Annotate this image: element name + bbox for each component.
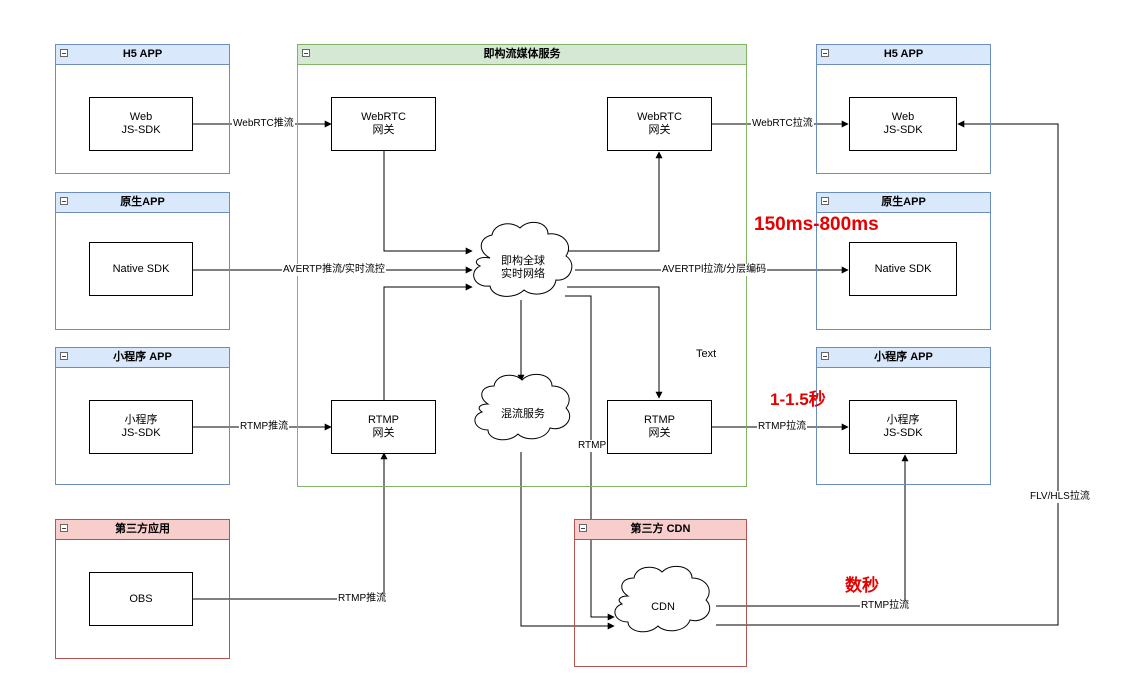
collapse-icon[interactable] <box>821 197 829 205</box>
node-label: 混流服务 <box>501 407 545 420</box>
global-network-label[interactable]: 即构全球 实时网络 <box>478 248 568 288</box>
latency-note-cdn: 数秒 <box>845 576 879 595</box>
node-line: WebRTC <box>361 111 406 123</box>
node-label: OBS <box>129 592 153 605</box>
group-native-app-left[interactable]: 原生APP <box>55 192 230 330</box>
node-line: JS-SDK <box>121 124 161 136</box>
edge-mix-to-cdn <box>520 452 615 630</box>
node-label: CDN <box>651 600 675 613</box>
global-network-cloud <box>473 221 573 297</box>
node-line: Web <box>891 111 915 123</box>
group-h5-app-right[interactable]: H5 APP <box>816 44 991 174</box>
group-mini-app-right[interactable]: 小程序 APP <box>816 347 991 485</box>
group-header: H5 APP <box>56 45 229 65</box>
group-header: 小程序 APP <box>817 348 990 368</box>
group-mini-app-left[interactable]: 小程序 APP <box>55 347 230 485</box>
group-title: 原生APP <box>881 196 926 208</box>
mix-service-label[interactable]: 混流服务 <box>478 400 568 428</box>
group-title: H5 APP <box>883 48 924 60</box>
group-header: 原生APP <box>56 193 229 213</box>
node-line: 小程序 <box>886 414 920 426</box>
edge-label-flv-hls-pull: FLV/HLS拉流 <box>1029 491 1091 503</box>
collapse-icon[interactable] <box>579 524 587 532</box>
node-line: JS-SDK <box>121 427 161 439</box>
edge-net-to-webrtc-gw <box>567 151 663 252</box>
latency-note-rtmp: 1-1.5秒 <box>770 390 826 409</box>
group-native-app-right[interactable]: 原生APP <box>816 192 991 330</box>
group-header: 即构流媒体服务 <box>298 45 746 65</box>
node-line: WebRTC <box>637 111 682 123</box>
edge-net-to-cdn <box>565 295 615 621</box>
cdn-label[interactable]: CDN <box>618 593 708 621</box>
group-header: 第三方 CDN <box>575 520 746 540</box>
collapse-icon[interactable] <box>60 197 68 205</box>
edge-label-webrtc-push: WebRTC推流 <box>232 118 295 130</box>
edge-webrtc-gw-to-net <box>383 151 473 255</box>
node-line: RTMP <box>644 414 675 426</box>
mix-service-cloud <box>474 373 571 441</box>
group-title: 小程序 APP <box>113 351 172 363</box>
group-header: 原生APP <box>817 193 990 213</box>
group-header: 第三方应用 <box>56 520 229 540</box>
node-line: Web <box>129 111 153 123</box>
edge-label-rtmp-pull-mini: RTMP拉流 <box>757 421 808 433</box>
web-sdk-left-node[interactable]: Web JS-SDK <box>89 97 193 151</box>
node-line: JS-SDK <box>883 124 923 136</box>
native-sdk-left-node[interactable]: Native SDK <box>89 242 193 296</box>
collapse-icon[interactable] <box>821 352 829 360</box>
edge-label-avertp-pull: AVERTPl拉流/分层编码 <box>661 264 768 276</box>
edge-cdn-to-web-sdk <box>716 120 1059 626</box>
mini-sdk-right-node[interactable]: 小程序 JS-SDK <box>849 400 957 454</box>
edge-label-webrtc-pull: WebRTC拉流 <box>751 118 814 130</box>
node-line: 实时网络 <box>501 268 545 280</box>
free-text-label: Text <box>696 348 717 360</box>
collapse-icon[interactable] <box>60 524 68 532</box>
group-title: H5 APP <box>122 48 163 60</box>
rtmp-gateway-right-node[interactable]: RTMP 网关 <box>607 400 712 454</box>
web-sdk-right-node[interactable]: Web JS-SDK <box>849 97 957 151</box>
collapse-icon[interactable] <box>821 49 829 57</box>
edge-label-avertp-push: AVERTP推流/实时流控 <box>282 264 386 276</box>
node-line: 即构全球 <box>501 255 545 267</box>
native-sdk-right-node[interactable]: Native SDK <box>849 242 957 296</box>
group-title: 第三方应用 <box>115 523 170 535</box>
node-line: RTMP <box>368 414 399 426</box>
group-header: 小程序 APP <box>56 348 229 368</box>
collapse-icon[interactable] <box>60 49 68 57</box>
latency-note-rtc: 150ms-800ms <box>754 214 879 235</box>
webrtc-gateway-right-node[interactable]: WebRTC 网关 <box>607 97 712 151</box>
cdn-cloud <box>614 565 711 633</box>
node-line: JS-SDK <box>883 427 923 439</box>
node-label: Native SDK <box>874 262 932 275</box>
edge-label-rtmp-push-mini: RTMP推流 <box>239 421 290 433</box>
mini-sdk-left-node[interactable]: 小程序 JS-SDK <box>89 400 193 454</box>
node-label: Native SDK <box>112 262 170 275</box>
group-third-party-app[interactable]: 第三方应用 <box>55 519 230 659</box>
group-h5-app-left[interactable]: H5 APP <box>55 44 230 174</box>
node-line: 网关 <box>648 124 671 136</box>
edge-label-rtmp-pull-cdn: RTMP拉流 <box>860 600 911 612</box>
rtmp-gateway-left-node[interactable]: RTMP 网关 <box>331 400 436 454</box>
edge-label-rtmp-to-cdn: RTMP <box>577 440 608 452</box>
node-line: 网关 <box>372 124 395 136</box>
webrtc-gateway-left-node[interactable]: WebRTC 网关 <box>331 97 436 151</box>
edge-net-to-rtmp-gw <box>567 286 663 399</box>
edge-label-rtmp-push-obs: RTMP推流 <box>337 593 388 605</box>
group-title: 原生APP <box>120 196 165 208</box>
edge-rtmp-gw-to-net <box>383 283 473 400</box>
node-line: 网关 <box>372 427 395 439</box>
collapse-icon[interactable] <box>60 352 68 360</box>
node-line: 网关 <box>648 427 671 439</box>
group-title: 即构流媒体服务 <box>483 48 561 60</box>
group-title: 第三方 CDN <box>630 523 691 535</box>
group-third-party-cdn[interactable]: 第三方 CDN <box>574 519 747 667</box>
collapse-icon[interactable] <box>302 49 310 57</box>
group-header: H5 APP <box>817 45 990 65</box>
obs-node[interactable]: OBS <box>89 572 193 626</box>
group-title: 小程序 APP <box>874 351 933 363</box>
node-line: 小程序 <box>124 414 158 426</box>
